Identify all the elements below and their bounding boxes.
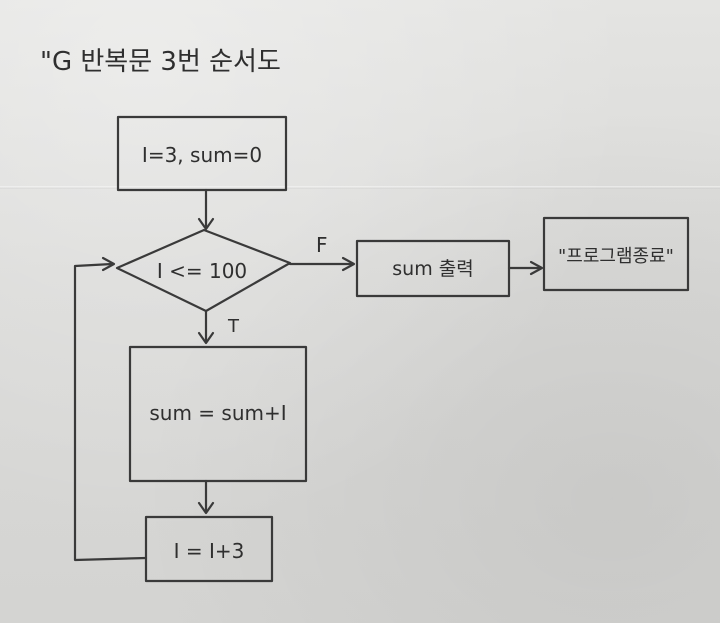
increment-label: I = I+3 [174, 539, 245, 563]
increment-box [144, 515, 274, 583]
init-label: I=3, sum=0 [142, 143, 262, 167]
true-edge-label: T [227, 316, 240, 337]
condition-label: I <= 100 [157, 259, 247, 283]
loop-back-arrow-head [101, 256, 116, 272]
end-label: "프로그램종료" [558, 246, 674, 267]
false-edge-label: F [316, 233, 328, 257]
arrow-body-to-increment-head [197, 501, 215, 515]
arrow-init-to-condition-head [197, 217, 215, 231]
arrow-true-to-body-head [197, 331, 215, 345]
body-label: sum = sum+I [149, 401, 286, 425]
loop-back-arrow [73, 262, 148, 562]
end-box [542, 216, 690, 292]
arrow-output-to-end-head [529, 260, 544, 276]
paper-fold-crease [0, 186, 720, 189]
arrow-false-to-output-head [341, 256, 356, 272]
init-box [116, 115, 288, 192]
output-label: sum 출력 [392, 258, 473, 280]
body-box [128, 345, 308, 483]
diagram-title: "G 반복문 3번 순서도 [40, 47, 281, 77]
